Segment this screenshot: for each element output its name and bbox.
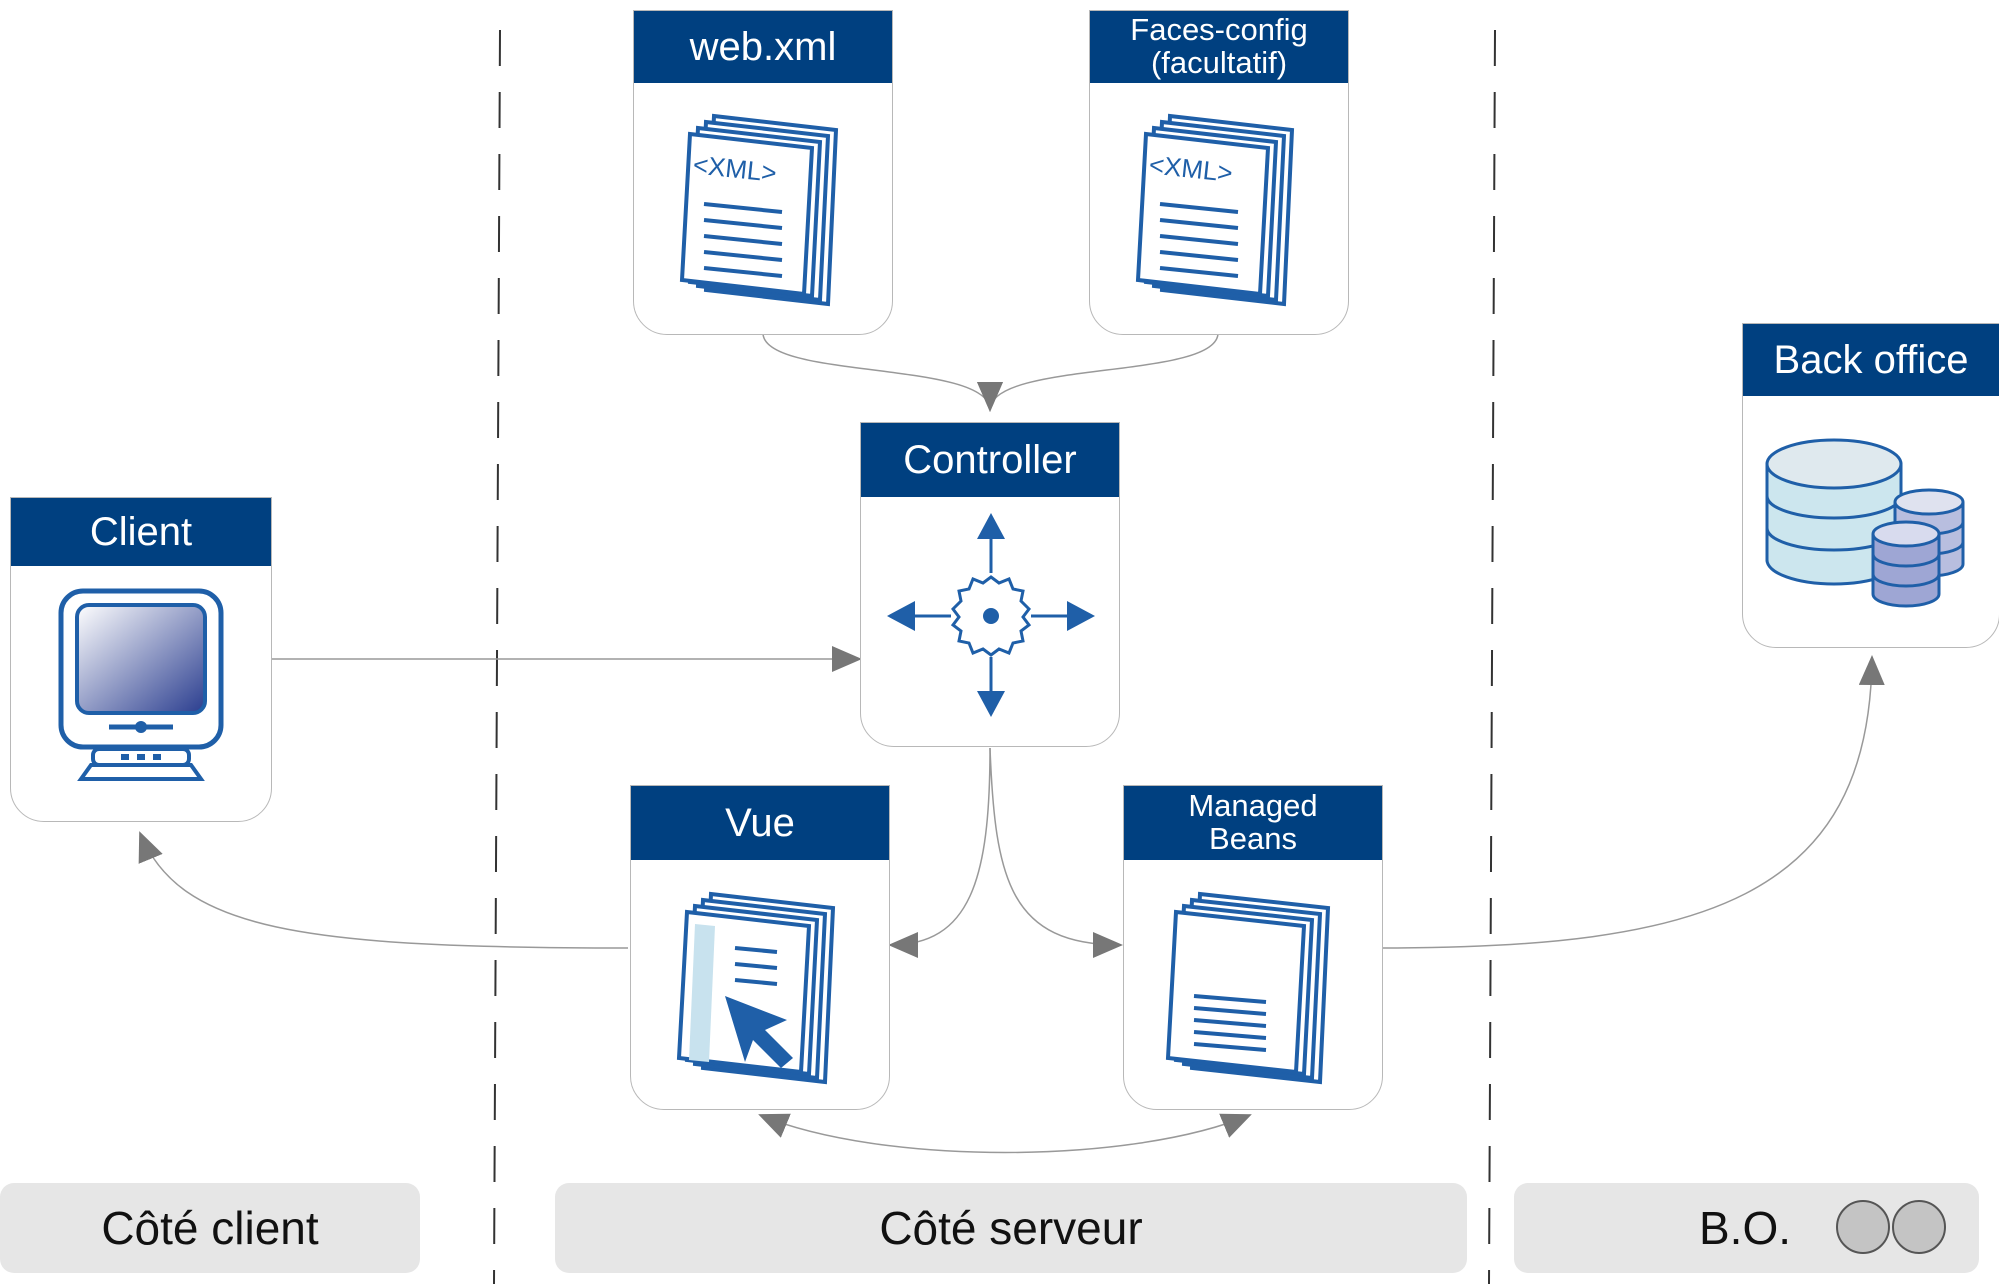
- database-icon: [1765, 438, 1965, 608]
- back-office-title: Back office: [1743, 324, 1999, 396]
- client-node: Client: [10, 497, 272, 822]
- connector-controller-vue: [888, 747, 991, 958]
- managed-beans-node: Managed Beans: [1123, 785, 1383, 1110]
- back-office-node: Back office: [1742, 323, 1999, 648]
- zone-bo-label: B.O.: [1699, 1202, 1792, 1254]
- computer-monitor-icon: [58, 588, 224, 781]
- connector-webxml-controller: [762, 332, 1003, 412]
- client-title: Client: [11, 498, 271, 566]
- managed-beans-title: Managed Beans: [1124, 786, 1382, 860]
- vue-title: Vue: [631, 786, 889, 860]
- web-xml-title: web.xml: [634, 11, 892, 83]
- text-document-icon: [1165, 891, 1331, 1085]
- nav-dot-2[interactable]: [1892, 1200, 1946, 1254]
- faces-config-title: Faces-config (facultatif): [1090, 11, 1348, 83]
- zone-separator-left: [493, 29, 501, 1284]
- xml-document-icon: <XML>: [679, 113, 839, 307]
- connector-vue-managed-beans: [758, 1113, 1252, 1154]
- connector-controller-managed-beans: [989, 747, 1123, 958]
- controller-title: Controller: [861, 423, 1119, 497]
- controller-node: Controller: [860, 422, 1120, 747]
- connector-managed-beans-backoffice: [1381, 655, 1885, 949]
- connector-facesconfig-controller: [977, 332, 1219, 412]
- nav-dot-1[interactable]: [1836, 1200, 1890, 1254]
- zone-separator-right: [1488, 29, 1496, 1284]
- zone-client-label: Côté client: [0, 1183, 420, 1273]
- connector-vue-client: [138, 831, 629, 949]
- controller-gear-arrows-icon: [887, 513, 1095, 717]
- xml-document-icon: <XML>: [1135, 113, 1295, 307]
- view-document-pointer-icon: [676, 891, 836, 1085]
- vue-node: Vue: [630, 785, 890, 1110]
- zone-server-label: Côté serveur: [555, 1183, 1467, 1273]
- web-xml-node: web.xml <XML>: [633, 10, 893, 335]
- faces-config-node: Faces-config (facultatif) <XML>: [1089, 10, 1349, 335]
